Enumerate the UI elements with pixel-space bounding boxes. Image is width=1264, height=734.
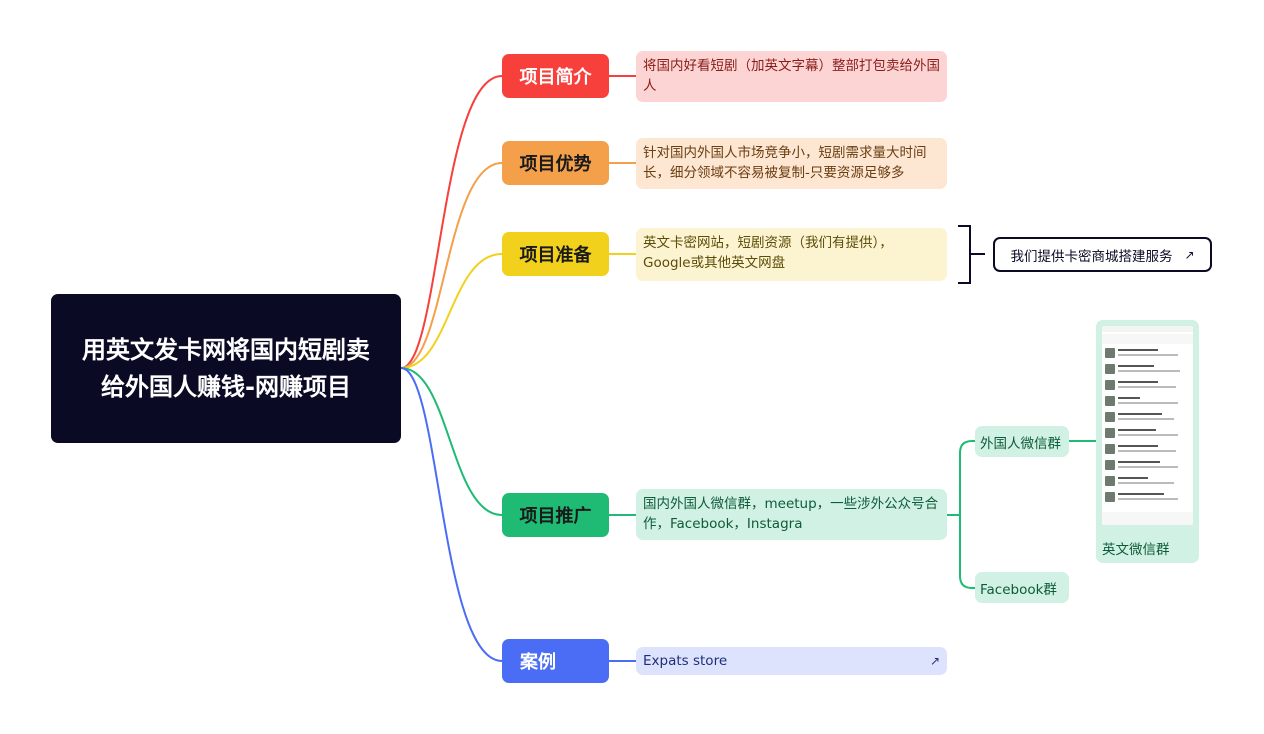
connector-intro (400, 75, 503, 369)
leaf-intro-detail[interactable]: 将国内好看短剧（加英文字幕）整部打包卖给外国人 (636, 51, 947, 102)
wechat-screenshot-image (1102, 326, 1193, 525)
leaf-case-link[interactable]: Expats store ↗ (636, 647, 947, 675)
callout-label: 我们提供卡密商城搭建服务 (1010, 248, 1173, 265)
branch-intro[interactable]: 项目简介 (502, 54, 609, 98)
leaf-advantage-detail[interactable]: 针对国内外国人市场竞争小，短剧需求量大时间长，细分领域不容易被复制-只要资源足够… (636, 138, 947, 189)
connector-advantage (400, 162, 503, 369)
connector-promo-sub1 (947, 440, 975, 516)
callout-service[interactable]: 我们提供卡密商城搭建服务 ↗ (993, 237, 1212, 272)
external-link-icon[interactable]: ↗ (929, 654, 940, 668)
branch-promo[interactable]: 项目推广 (502, 493, 609, 537)
branch-prep[interactable]: 项目准备 (502, 232, 609, 276)
root-topic[interactable]: 用英文发卡网将国内短剧卖给外国人赚钱-网赚项目 (51, 294, 401, 443)
subtopic-facebook-groups[interactable]: Facebook群 (975, 572, 1069, 603)
connector-case (400, 367, 503, 662)
connector-promo (400, 367, 503, 516)
branch-advantage[interactable]: 项目优势 (502, 141, 609, 185)
leaf-promo-detail[interactable]: 国内外国人微信群，meetup，一些涉外公众号合作，Facebook，Insta… (636, 489, 947, 540)
summary-bracket (958, 225, 985, 284)
subtopic-wechat-groups[interactable]: 外国人微信群 (975, 426, 1069, 457)
external-link-icon[interactable]: ↗ (1184, 247, 1195, 262)
connector-prep (400, 253, 503, 369)
leaf-prep-detail[interactable]: 英文卡密网站，短剧资源（我们有提供），Google或其他英文网盘 (636, 228, 947, 281)
case-link-text[interactable]: Expats store (643, 653, 728, 669)
branch-case[interactable]: 案例 (502, 639, 609, 683)
image-caption: 英文微信群 (1102, 542, 1170, 558)
connector-promo-sub2 (959, 515, 975, 589)
